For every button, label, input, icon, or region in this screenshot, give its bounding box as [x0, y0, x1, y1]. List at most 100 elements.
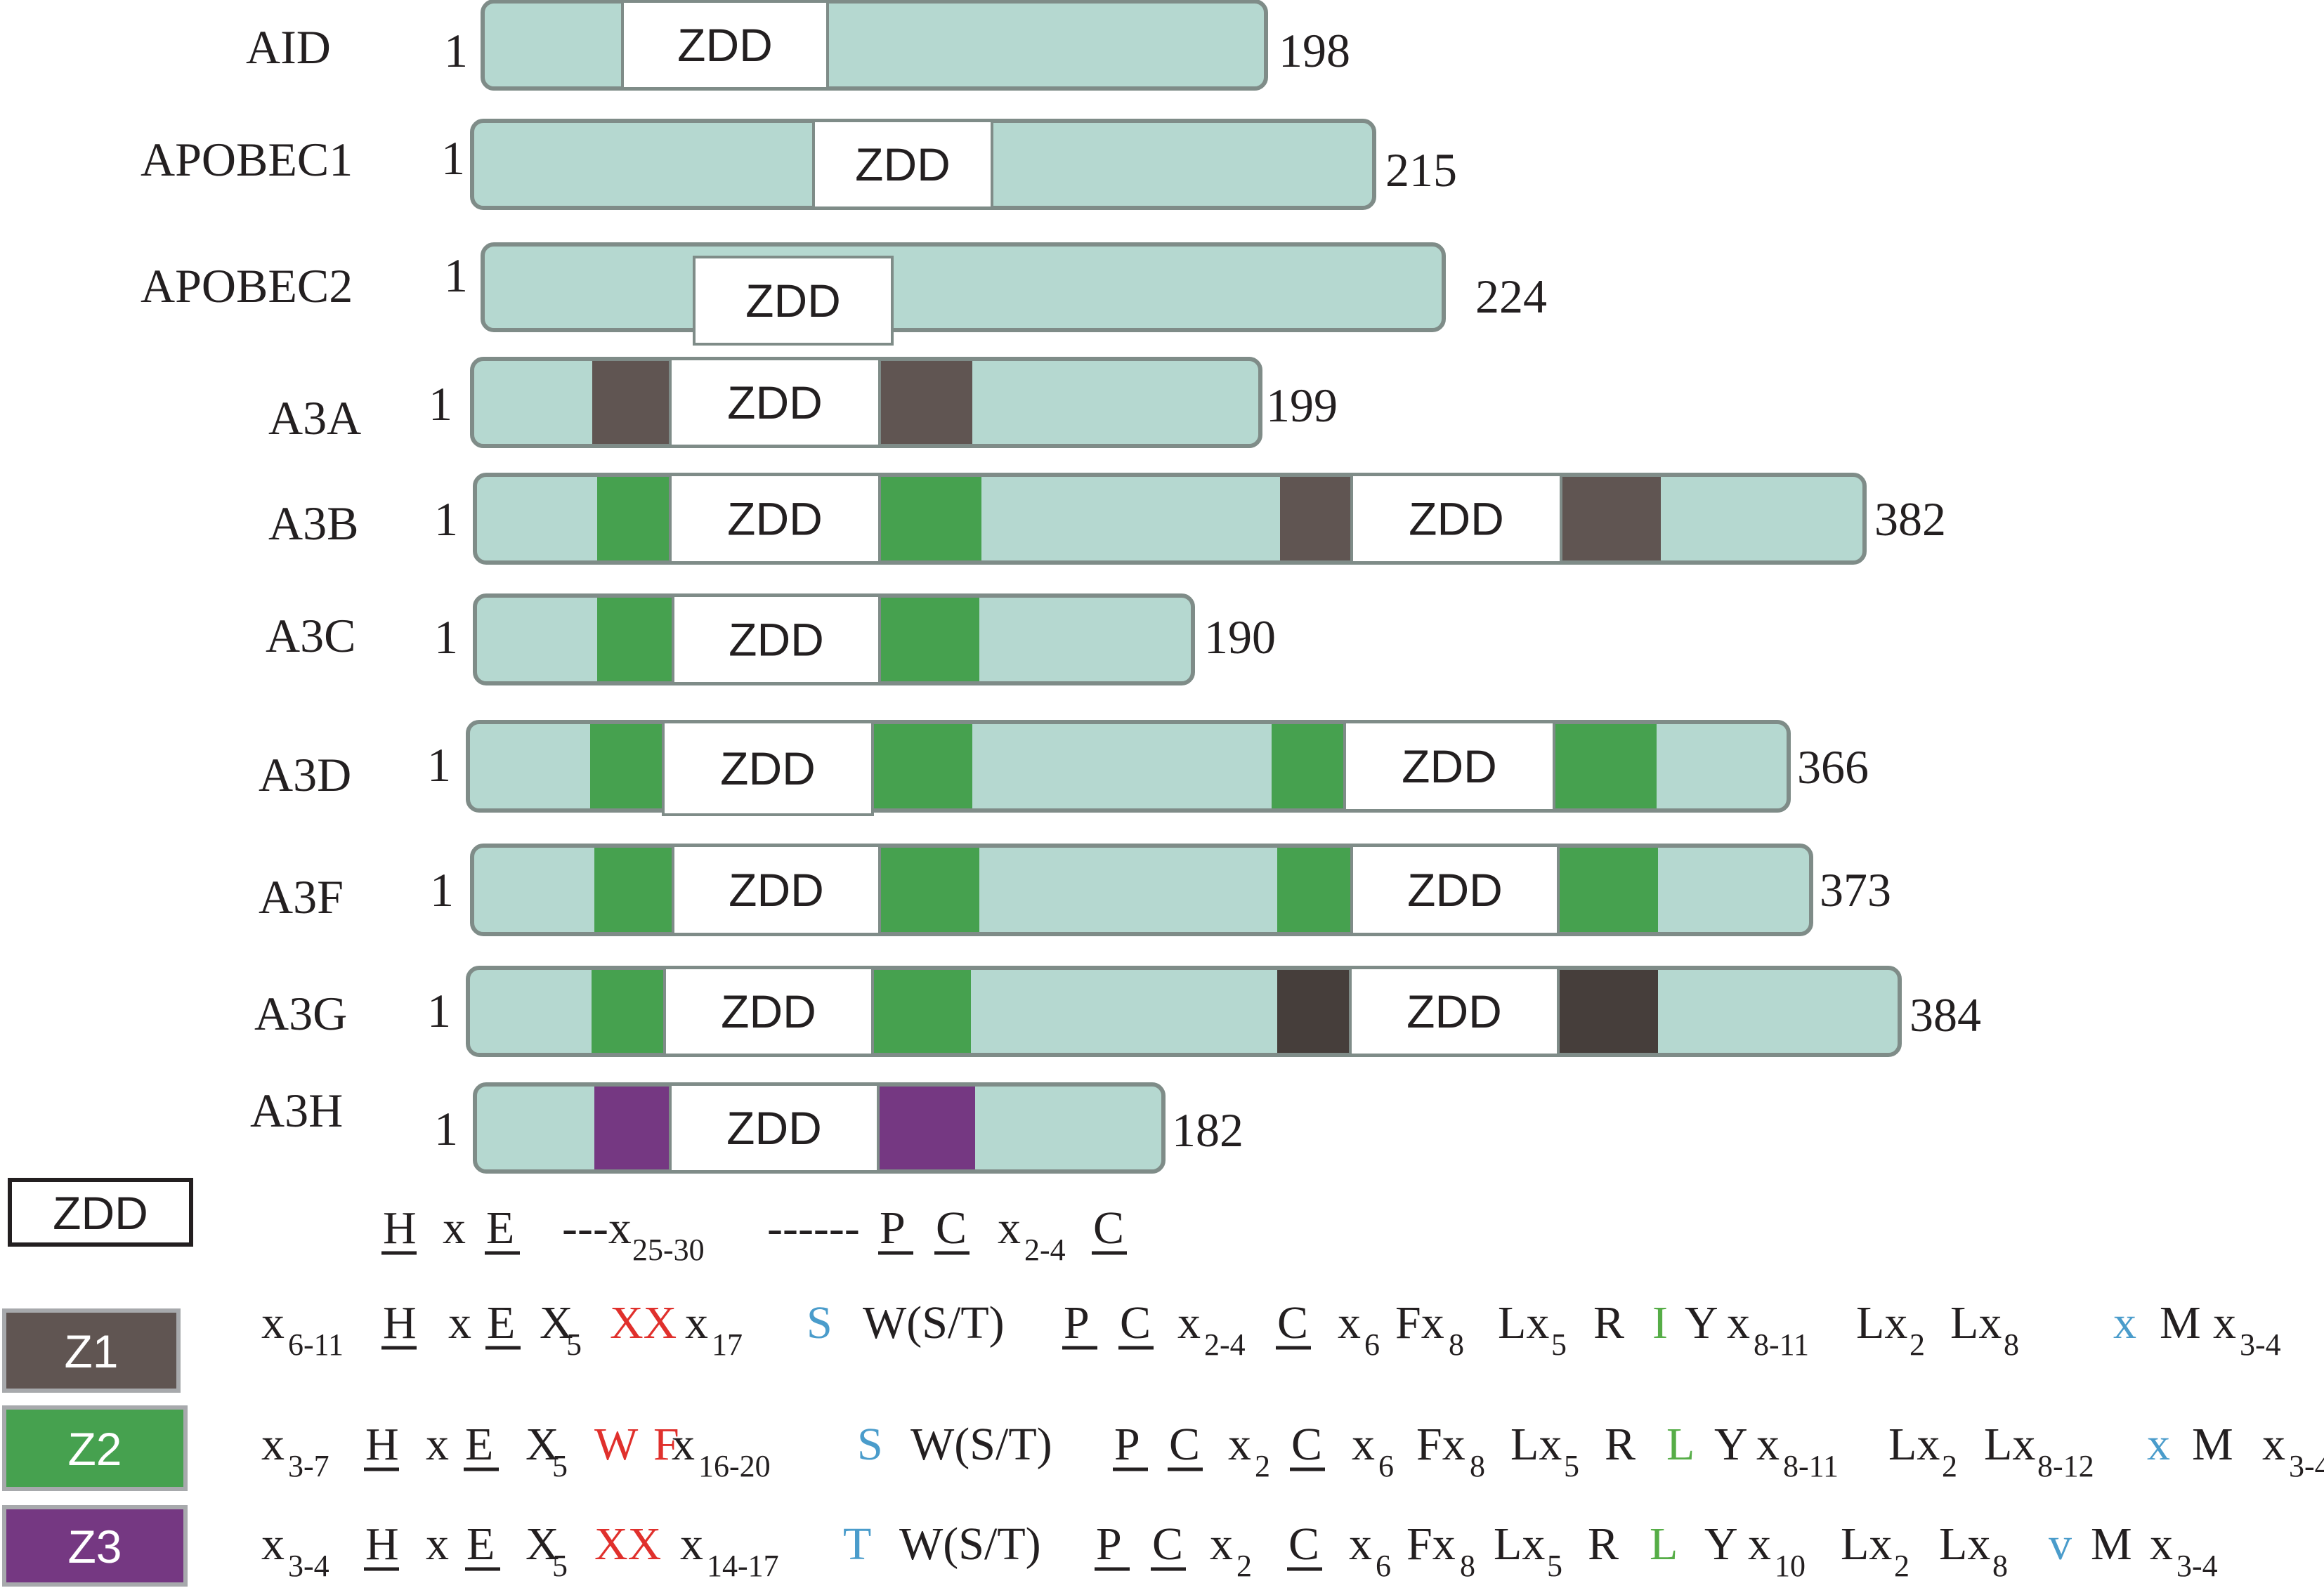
motif-block-z2 [873, 724, 972, 808]
motif-token: H [383, 1202, 417, 1254]
motif-subscript: 5 [552, 1449, 568, 1483]
motif-token: x [443, 1202, 466, 1254]
motif-token: E [487, 1297, 515, 1349]
end-residue: 190 [1204, 610, 1276, 664]
motif-token: R [1588, 1518, 1619, 1570]
motif-subscript: 3-4 [2240, 1327, 2281, 1362]
zdd-label: ZDD [677, 19, 773, 71]
motif-token: x [2213, 1297, 2236, 1349]
motif-block-z2 [592, 970, 665, 1053]
motif-block-z1 [1561, 477, 1661, 560]
zdd-box [1350, 844, 1560, 936]
start-residue: 1 [430, 863, 454, 917]
motif-token: Lx [1856, 1297, 1907, 1349]
end-residue: 199 [1266, 379, 1338, 432]
motif-token: x [261, 1518, 285, 1570]
end-residue: 198 [1279, 24, 1350, 77]
motif-token: ---x [562, 1202, 632, 1254]
motif-token: Lx [1841, 1518, 1892, 1570]
zdd-box [672, 594, 881, 685]
motif-token: x [680, 1518, 703, 1570]
motif-token: Lx [1510, 1419, 1562, 1470]
start-residue: 1 [427, 984, 451, 1037]
end-residue: 224 [1475, 270, 1547, 323]
motif-subscript: 6-11 [288, 1327, 344, 1362]
start-residue: 1 [434, 1102, 458, 1155]
zdd-box [1350, 473, 1562, 564]
motif-token: x [1727, 1297, 1750, 1349]
motif-block-z1 [592, 361, 670, 444]
motif-token: Lx [1984, 1419, 2035, 1470]
end-residue: 215 [1385, 143, 1457, 197]
zdd-label: ZDD [720, 742, 816, 794]
motif-token: x [426, 1518, 449, 1570]
motif-token: M [2160, 1297, 2201, 1349]
motif-block-z2 [880, 848, 979, 932]
zdd-box [669, 473, 881, 564]
zdd-label: ZDD [729, 614, 824, 666]
motif-token: XX [610, 1297, 677, 1349]
zdd-label: ZDD [1406, 985, 1502, 1037]
protein-bar [481, 242, 1446, 332]
legend-label-zdd: ZDD [53, 1187, 148, 1239]
motif-subscript: 3-7 [288, 1449, 329, 1483]
motif-token: x [1756, 1419, 1780, 1470]
motif-token: C [1093, 1202, 1124, 1254]
zdd-box [662, 721, 874, 816]
motif-block-z2 [597, 477, 670, 560]
legend-z2: Z2 [2, 1405, 188, 1491]
zdd-box [669, 1083, 880, 1173]
protein-name: A3H [250, 1084, 343, 1137]
motif-token: Lx [1950, 1297, 2002, 1349]
zdd-box [1349, 966, 1560, 1056]
motif-token: X [540, 1297, 573, 1349]
protein-name: APOBEC1 [141, 133, 353, 186]
motif-token: x [261, 1419, 285, 1470]
motif-block-z2 [880, 477, 981, 560]
zdd-label: ZDD [1407, 864, 1503, 916]
motif-block-z2 [1558, 848, 1658, 932]
zdd-box [672, 844, 881, 936]
motif-block-z1 [880, 361, 972, 444]
motif-subscript: 2 [1910, 1327, 1925, 1362]
legend-z1: Z1 [2, 1308, 181, 1393]
motif-token: v [2049, 1518, 2072, 1570]
motif-subscript: 8-12 [2037, 1449, 2094, 1483]
legend-label-z1: Z1 [64, 1325, 118, 1377]
zdd-label: ZDD [1409, 493, 1504, 545]
motif-token: P [1064, 1297, 1090, 1349]
motif-block-z2 [590, 724, 663, 808]
motif-block-z1 [1280, 477, 1352, 560]
motif-token: C [1277, 1297, 1308, 1349]
motif-subscript: 2 [1894, 1549, 1910, 1583]
motif-subscript: 3-4 [2176, 1549, 2218, 1583]
motif-token: x [1210, 1518, 1233, 1570]
motif-token: F [653, 1419, 679, 1470]
motif-token: x [685, 1297, 708, 1349]
protein-name: AID [246, 20, 331, 74]
motif-subscript: 16-20 [698, 1449, 771, 1483]
legend-swatch-z3 [2, 1505, 188, 1587]
protein-name: A3D [259, 748, 351, 801]
motif-token: Fx [1416, 1419, 1465, 1470]
motif-token: S [807, 1297, 833, 1349]
motif-subscript: 5 [552, 1549, 568, 1583]
motif-token: x [2147, 1419, 2170, 1470]
motif-subscript: 8 [1460, 1549, 1475, 1583]
end-residue: 366 [1797, 740, 1869, 794]
motif-subscript: 6 [1378, 1449, 1394, 1483]
start-residue: 1 [434, 492, 458, 546]
motif-subscript: 3-4 [2289, 1449, 2324, 1483]
motif-subscript: 8 [1470, 1449, 1485, 1483]
motif-token: X [525, 1518, 559, 1570]
motif-token: S [857, 1419, 883, 1470]
motif-token: W [594, 1419, 639, 1470]
protein-bar [481, 0, 1268, 91]
motif-subscript: 5 [1564, 1449, 1579, 1483]
end-residue: 373 [1820, 863, 1891, 917]
zdd-box [1343, 721, 1555, 812]
